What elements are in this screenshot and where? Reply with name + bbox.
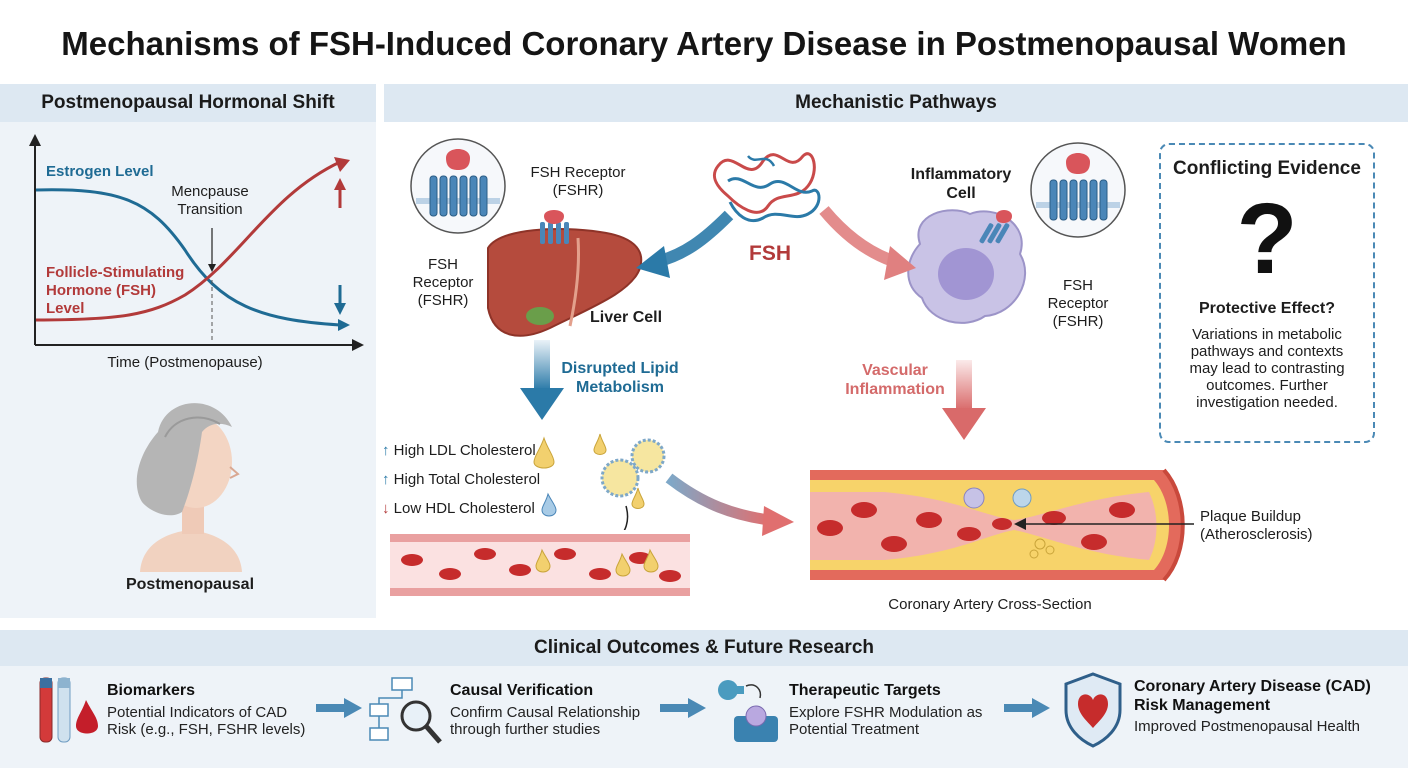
x-axis-label: Time (Postmenopause) <box>107 354 263 371</box>
down-arrow-icon: ↓ <box>382 500 390 517</box>
fshr-right-label-1: FSH <box>1063 277 1093 294</box>
outcomes-heading: Clinical Outcomes & Future Research <box>0 630 1408 666</box>
arrow-right-icon <box>1004 698 1050 718</box>
lipid-label-2: Metabolism <box>575 379 664 396</box>
receptor-zoom-right <box>1030 142 1126 238</box>
total-item: ↑ High Total Cholesterol <box>382 471 540 488</box>
outcome-text-causal-2: through further studies <box>450 721 601 738</box>
fshr-left-label-3: (FSHR) <box>417 292 469 309</box>
outcome-title-therapeutic: Therapeutic Targets <box>789 682 941 699</box>
receptor-zoom-left <box>410 138 506 234</box>
page-title: Mechanisms of FSH-Induced Coronary Arter… <box>61 25 1347 62</box>
postmenopausal-label: Postmenopausal <box>125 576 255 593</box>
conflicting-heading: Conflicting Evidence <box>1173 158 1361 179</box>
hdl-item: ↓ Low HDL Cholesterol <box>382 500 535 517</box>
outcome-text-biomarkers-2: Risk (e.g., FSH, FSHR levels) <box>107 721 306 738</box>
blood-vessel-strip <box>390 534 690 596</box>
hormone-chart <box>29 134 364 351</box>
ldl-item: ↑ High LDL Cholesterol <box>382 442 536 459</box>
question-mark-icon: ? <box>1236 183 1298 295</box>
plaque-label-2: (Atherosclerosis) <box>1200 526 1313 543</box>
lipid-particles <box>533 433 666 530</box>
outcome-text-therapeutic-2: Potential Treatment <box>789 721 920 738</box>
ldl-label: High LDL Cholesterol <box>393 442 536 459</box>
total-label: High Total Cholesterol <box>393 471 541 488</box>
fshr-top-label-1: FSH Receptor <box>530 164 626 181</box>
conflicting-text-2: pathways and contexts <box>1190 343 1344 360</box>
blood-tube-icon <box>39 677 98 743</box>
outcome-text-therapeutic-1: Explore FSHR Modulation as <box>789 704 983 721</box>
vascular-label-2: Inflammation <box>845 381 945 398</box>
fshr-right-label-2: Receptor <box>1047 295 1109 312</box>
outcome-text-causal-1: Confirm Causal Relationship <box>450 704 641 721</box>
magnifier-diagram-icon <box>369 677 442 744</box>
outcome-title-cad: Coronary Artery Disease (CAD) <box>1134 678 1371 695</box>
plaque-label-1: Plaque Buildup <box>1200 508 1301 525</box>
arrow-right-icon <box>316 698 362 718</box>
liver-illustration <box>487 210 643 337</box>
menopause-label-1: Mencpause <box>171 183 249 200</box>
hdl-label: Low HDL Cholesterol <box>393 500 535 517</box>
fshr-left-label-2: Receptor <box>412 274 474 291</box>
lipid-label-1: Disrupted Lipid <box>561 360 679 377</box>
therapeutic-target-icon <box>718 680 778 742</box>
woman-illustration <box>136 403 242 572</box>
inflammatory-cell-illustration <box>907 209 1026 324</box>
outcome-title-biomarkers: Biomarkers <box>107 682 196 699</box>
liver-cell-label: Liver Cell <box>590 309 663 326</box>
fshr-right-label-3: (FSHR) <box>1052 313 1104 330</box>
conflicting-text-1: Variations in metabolic <box>1192 326 1342 343</box>
inflammatory-cell-label-2: Cell <box>946 185 976 202</box>
inflammatory-cell-label-1: Inflammatory <box>910 166 1012 183</box>
conflicting-text-4: outcomes. Further <box>1206 377 1328 394</box>
estrogen-label: Estrogen Level <box>46 163 154 180</box>
arrow-right-icon <box>660 698 706 718</box>
fsh-center-label: FSH <box>749 242 791 265</box>
fshr-left-label-1: FSH <box>428 256 458 273</box>
fsh-label-2: Hormone (FSH) <box>46 282 156 299</box>
up-arrow-icon: ↑ <box>382 442 390 459</box>
conflicting-text-5: investigation needed. <box>1196 394 1338 411</box>
shield-heart-icon <box>1064 672 1122 748</box>
vascular-label-1: Vascular <box>862 362 928 379</box>
outcome-title-causal: Causal Verification <box>450 682 594 699</box>
fsh-label-1: Follicle-Stimulating <box>46 264 185 281</box>
outcome-text-cad: Improved Postmenopausal Health <box>1134 718 1360 735</box>
conflicting-evidence-box <box>1159 143 1375 443</box>
up-arrow-icon: ↑ <box>382 471 390 488</box>
menopause-label-2: Transition <box>177 201 243 218</box>
artery-cross-section <box>810 468 1194 582</box>
conflicting-text-3: may lead to contrasting <box>1189 360 1345 377</box>
mechanistic-heading: Mechanistic Pathways <box>384 84 1408 122</box>
fsh-label-3: Level <box>46 300 85 317</box>
protective-effect-label: Protective Effect? <box>1198 300 1336 317</box>
pathway-arrows <box>520 206 986 536</box>
fsh-molecule-icon <box>712 152 821 223</box>
fshr-top-label-2: (FSHR) <box>552 182 604 199</box>
artery-caption: Coronary Artery Cross-Section <box>888 596 1092 613</box>
outcome-subtitle-cad: Risk Management <box>1134 697 1271 714</box>
outcome-text-biomarkers-1: Potential Indicators of CAD <box>107 704 288 721</box>
hormonal-shift-heading: Postmenopausal Hormonal Shift <box>0 84 376 122</box>
